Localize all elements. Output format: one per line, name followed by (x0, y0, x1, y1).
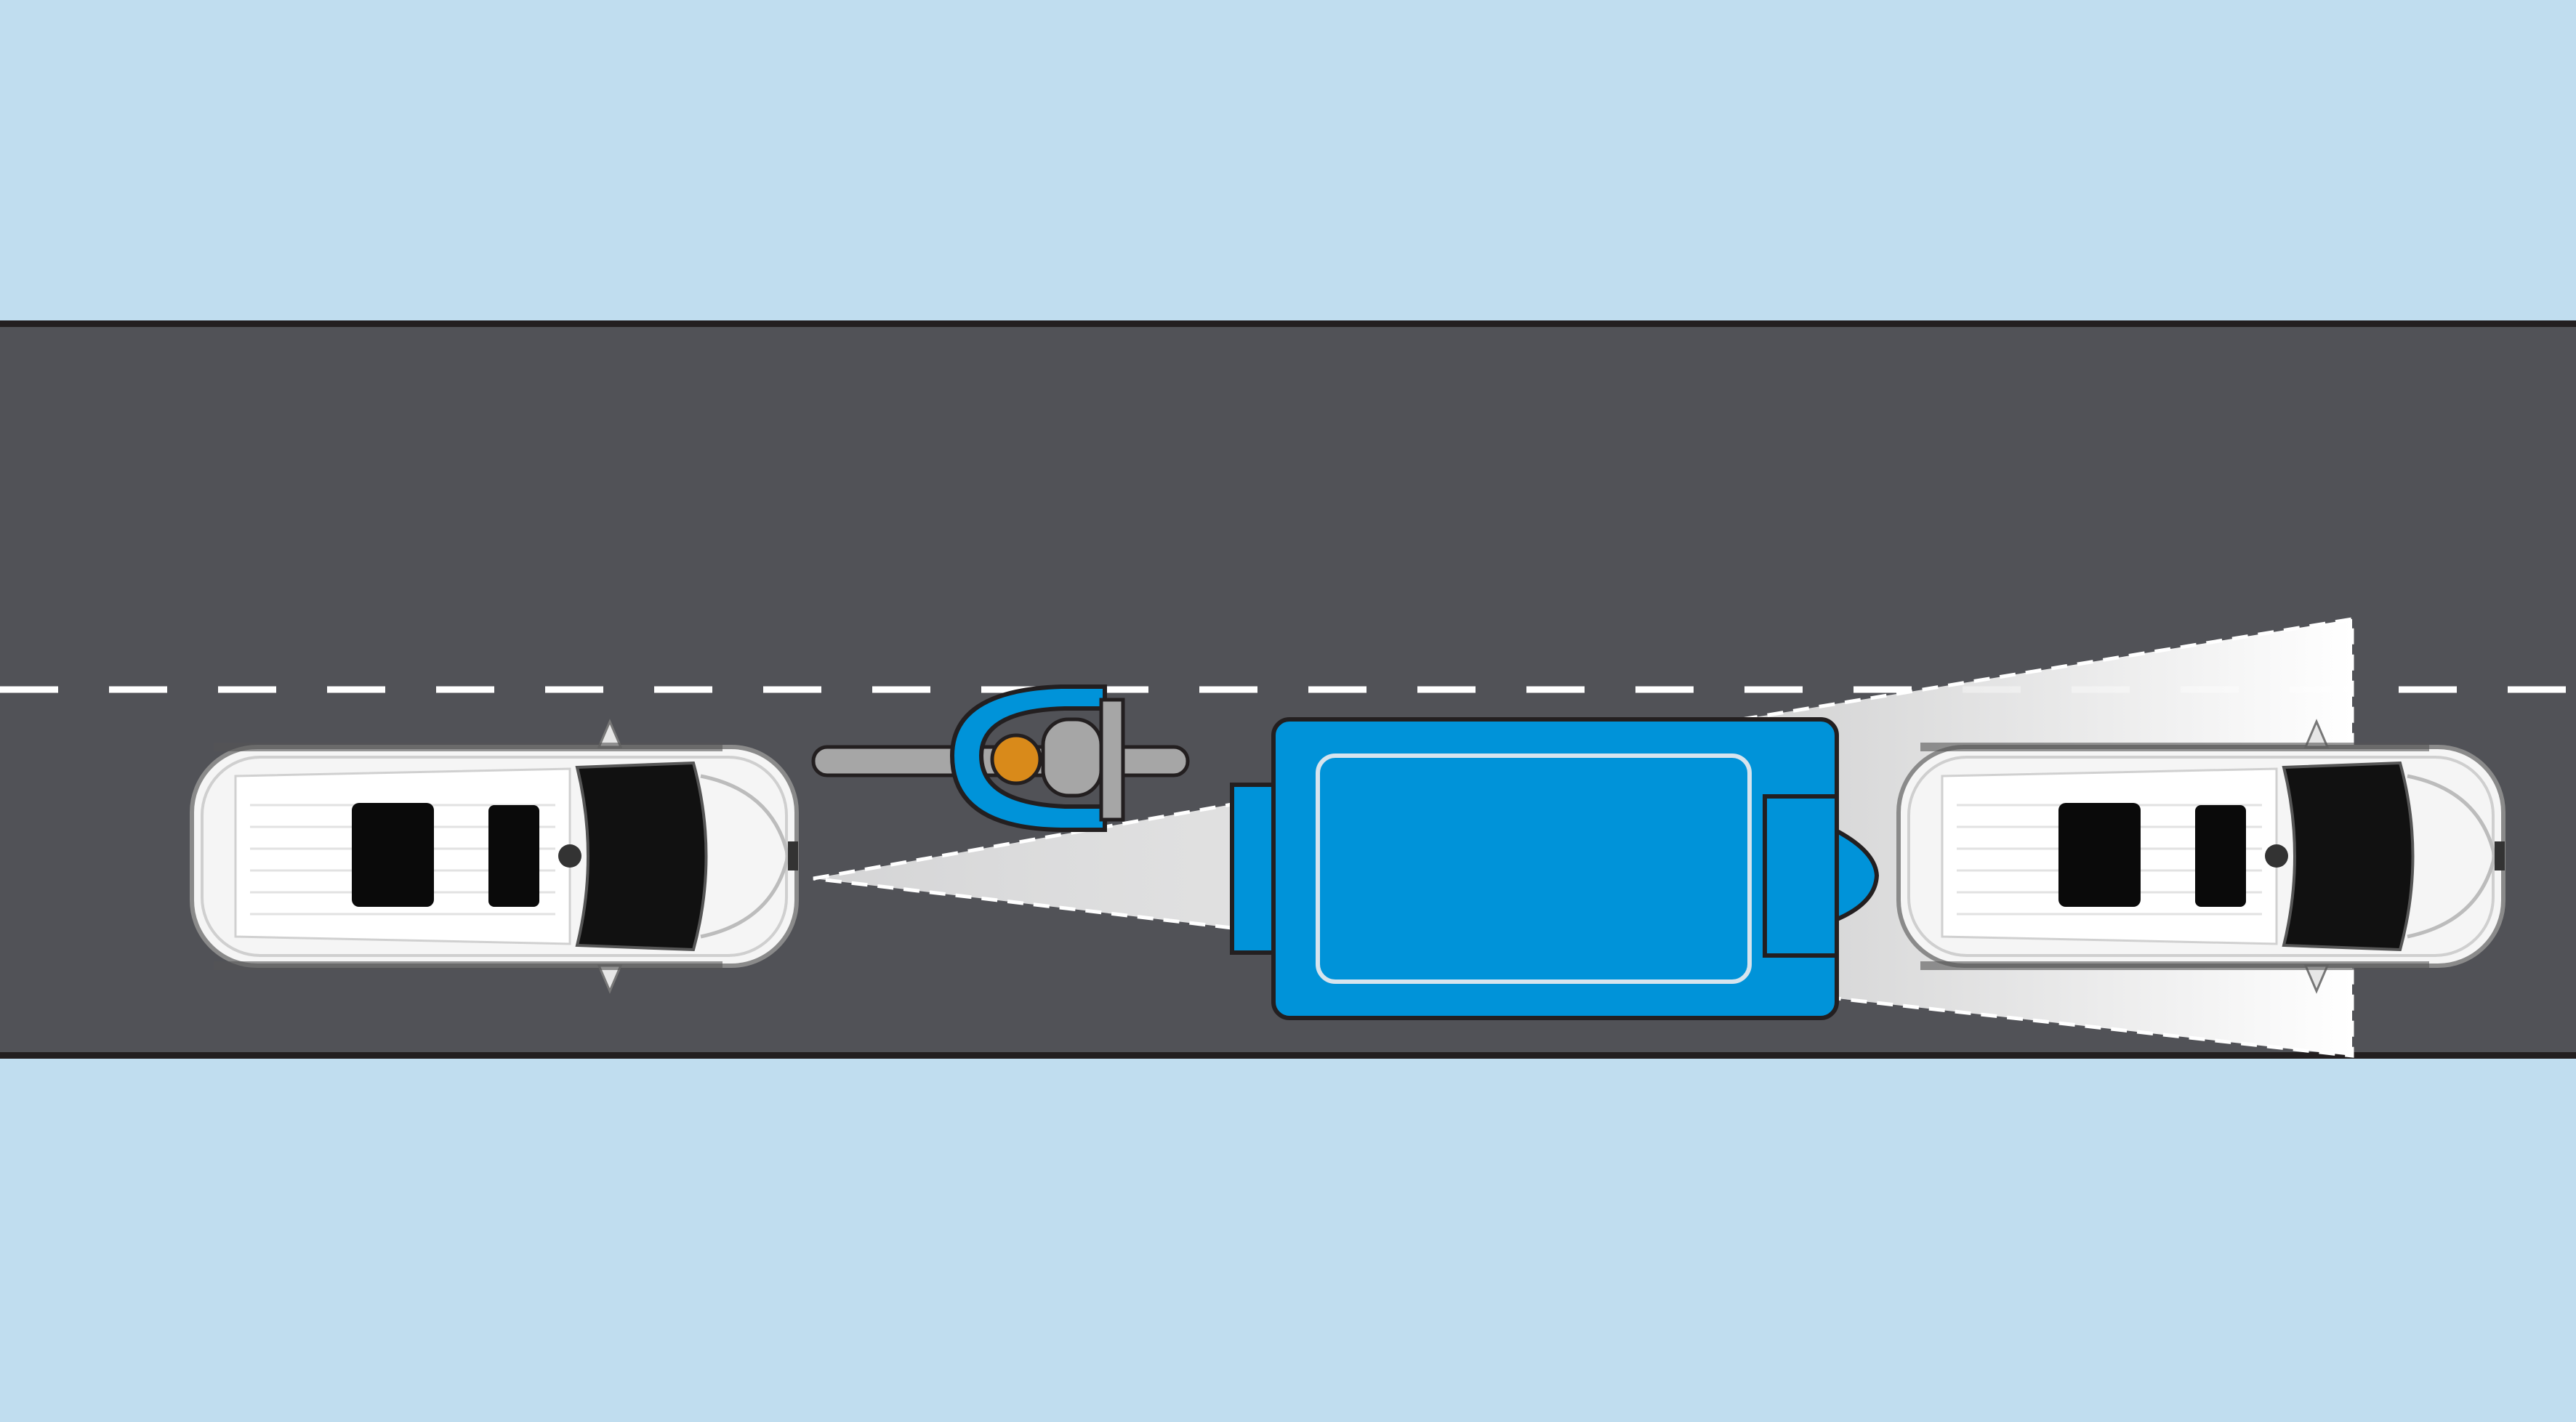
rider-helmet (990, 733, 1042, 785)
truck-nose (1830, 825, 1880, 925)
truck-cargo-roof (1316, 754, 1752, 984)
motorcycle (811, 684, 1190, 832)
motorcycle-windshield (1099, 698, 1125, 822)
truck-rear-bumper (1230, 783, 1279, 955)
truck-cab (1763, 794, 1839, 958)
road-edge-top (0, 320, 2576, 327)
truck (1230, 717, 1880, 1020)
car-front (1899, 722, 2505, 991)
rider-body (1041, 717, 1103, 798)
motorcycle-fairing (949, 684, 1107, 832)
car-rear (192, 722, 798, 991)
truck-body (1271, 717, 1839, 1020)
road-edge-bottom (0, 1052, 2576, 1059)
